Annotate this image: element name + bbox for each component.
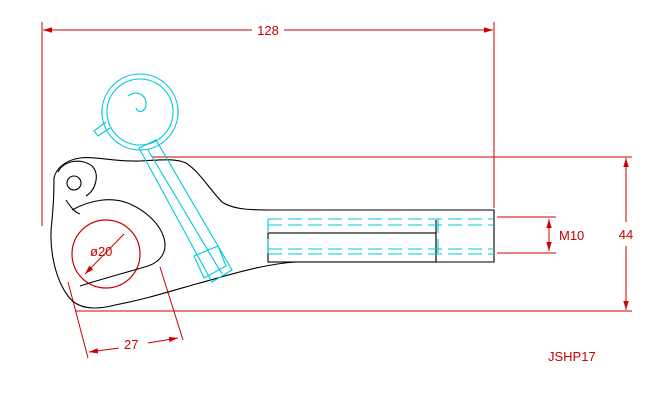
hook-throat-outline <box>71 199 166 287</box>
latch-arm-center <box>147 149 223 275</box>
pivot-hole <box>66 175 82 191</box>
latch-arm <box>138 139 233 283</box>
extension-line-27-right <box>159 266 184 341</box>
latch-assembly <box>93 73 494 283</box>
latch-spring <box>193 245 227 279</box>
dim-text-thread: M10 <box>559 228 584 243</box>
dim-text-length: 128 <box>257 23 279 38</box>
hook-body-outline <box>50 157 495 309</box>
latch-ring-tail <box>93 121 111 137</box>
hole-circle <box>71 219 141 289</box>
dim-text-height: 44 <box>619 227 633 242</box>
dim-text-offset: 27 <box>124 337 138 352</box>
hook-nose-outline <box>65 199 81 215</box>
part-code: JSHP17 <box>548 349 596 364</box>
latch-ring-hook <box>127 92 147 113</box>
dimension-line-27-right <box>147 336 179 344</box>
dimension-line-27-left <box>88 347 120 354</box>
threaded-shank-section <box>267 232 437 263</box>
dimension-lines <box>41 22 632 359</box>
latch-ring-inner <box>106 78 174 146</box>
extension-line-27-left <box>67 281 89 359</box>
dim-text-diameter: ø20 <box>90 244 112 259</box>
dimension-line-diameter <box>84 233 125 275</box>
pivot-boss <box>57 160 97 197</box>
hook-outline <box>50 157 495 309</box>
